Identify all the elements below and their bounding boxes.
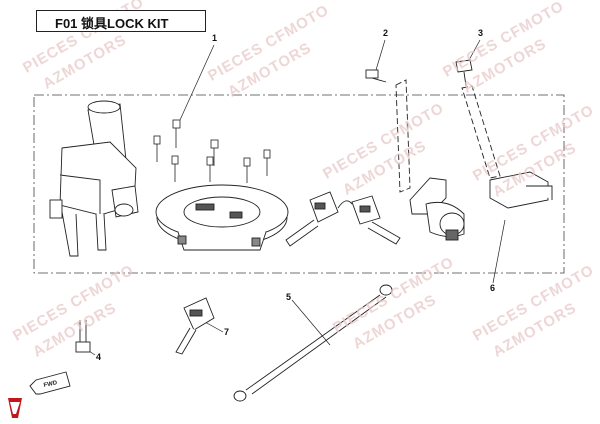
callout-6: 6 xyxy=(490,283,496,293)
spare-key xyxy=(175,297,215,355)
seat-lock xyxy=(365,69,465,241)
assembly-frame xyxy=(33,94,565,274)
brand-logo xyxy=(8,398,22,418)
bracket-assembly xyxy=(455,59,553,209)
callout-2: 2 xyxy=(383,28,389,38)
callout-5: 5 xyxy=(286,292,292,302)
callout-3: 3 xyxy=(478,28,484,38)
ignition-switch xyxy=(49,100,139,257)
bolt-set xyxy=(153,119,271,183)
key-pair xyxy=(285,191,401,247)
callout-7: 7 xyxy=(224,327,230,337)
page-title: F01 锁具LOCK KIT xyxy=(55,16,169,31)
title-box: F01 锁具LOCK KIT xyxy=(36,10,206,32)
forward-arrow: FWD xyxy=(29,371,71,395)
forward-label: FWD xyxy=(43,380,58,389)
callout-4: 4 xyxy=(96,352,102,362)
long-bolt xyxy=(75,320,91,353)
release-cable xyxy=(233,284,393,402)
callout-1: 1 xyxy=(212,33,218,43)
fuel-cap xyxy=(155,184,289,251)
